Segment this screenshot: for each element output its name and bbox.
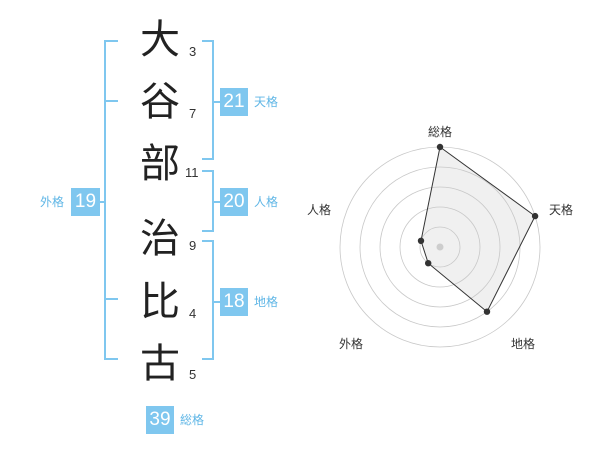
radar-grid-ring (399, 206, 481, 288)
radar-data-polygon (420, 146, 536, 313)
jinkaku-connector (212, 201, 222, 203)
stroke-count-1: 3 (189, 44, 197, 59)
stroke-count-4: 9 (189, 238, 197, 253)
chikaku-label: 地格 (254, 295, 279, 309)
gaikaku-bracket-tick (104, 100, 118, 102)
tenkaku-connector (212, 101, 222, 103)
radar-axis-label: 外格 (339, 337, 364, 351)
chikaku-bracket-top (202, 240, 214, 242)
radar-axis-label: 総格 (428, 125, 453, 139)
gaikaku-bracket-bottom (104, 358, 118, 360)
radar-center-dot (436, 243, 444, 251)
gaikaku-bracket-tick (104, 298, 118, 300)
stroke-count-5: 4 (189, 306, 197, 321)
soukaku-value-badge: 39 (146, 406, 174, 434)
radar-axis-label: 人格 (307, 203, 332, 217)
name-char-3: 部 (140, 141, 180, 187)
soukaku-label: 総格 (180, 413, 205, 427)
gaikaku-value-badge: 19 (71, 188, 100, 216)
stroke-count-3: 11 (185, 165, 199, 180)
tenkaku-bracket (212, 40, 214, 160)
radar-grid-ring (419, 226, 461, 268)
radar-data-point (425, 260, 432, 267)
chikaku-bracket-bottom (202, 358, 214, 360)
stroke-count-6: 5 (189, 367, 197, 382)
jinkaku-bracket-top (202, 170, 214, 172)
gaikaku-connector (96, 201, 106, 203)
name-char-5: 比 (140, 279, 180, 325)
tenkaku-label: 天格 (254, 95, 279, 109)
chikaku-connector (212, 301, 222, 303)
radar-axis-label: 天格 (549, 203, 574, 217)
chikaku-value-badge: 18 (220, 288, 248, 316)
gaikaku-label: 外格 (40, 195, 65, 209)
radar-data-point (417, 237, 425, 244)
tenkaku-bracket-top (202, 40, 214, 42)
radar-data-point (483, 308, 491, 315)
name-char-2: 谷 (140, 79, 180, 125)
jinkaku-value-badge: 20 (220, 188, 248, 216)
chikaku-bracket (212, 240, 214, 360)
tenkaku-value-badge: 21 (220, 88, 248, 116)
radar-axis-label: 地格 (511, 337, 536, 351)
stroke-count-2: 7 (189, 106, 197, 121)
radar-grid-ring (379, 186, 501, 308)
tenkaku-bracket-bottom (202, 158, 214, 160)
radar-data-point (436, 143, 444, 151)
jinkaku-label: 人格 (254, 195, 279, 209)
name-char-4: 治 (140, 216, 180, 262)
gaikaku-bracket (104, 40, 106, 360)
gaikaku-bracket-top (104, 40, 118, 42)
name-char-1: 大 (140, 17, 180, 63)
jinkaku-bracket-bottom (202, 230, 214, 232)
radar-data-point (531, 212, 539, 220)
name-char-6: 古 (140, 341, 180, 387)
